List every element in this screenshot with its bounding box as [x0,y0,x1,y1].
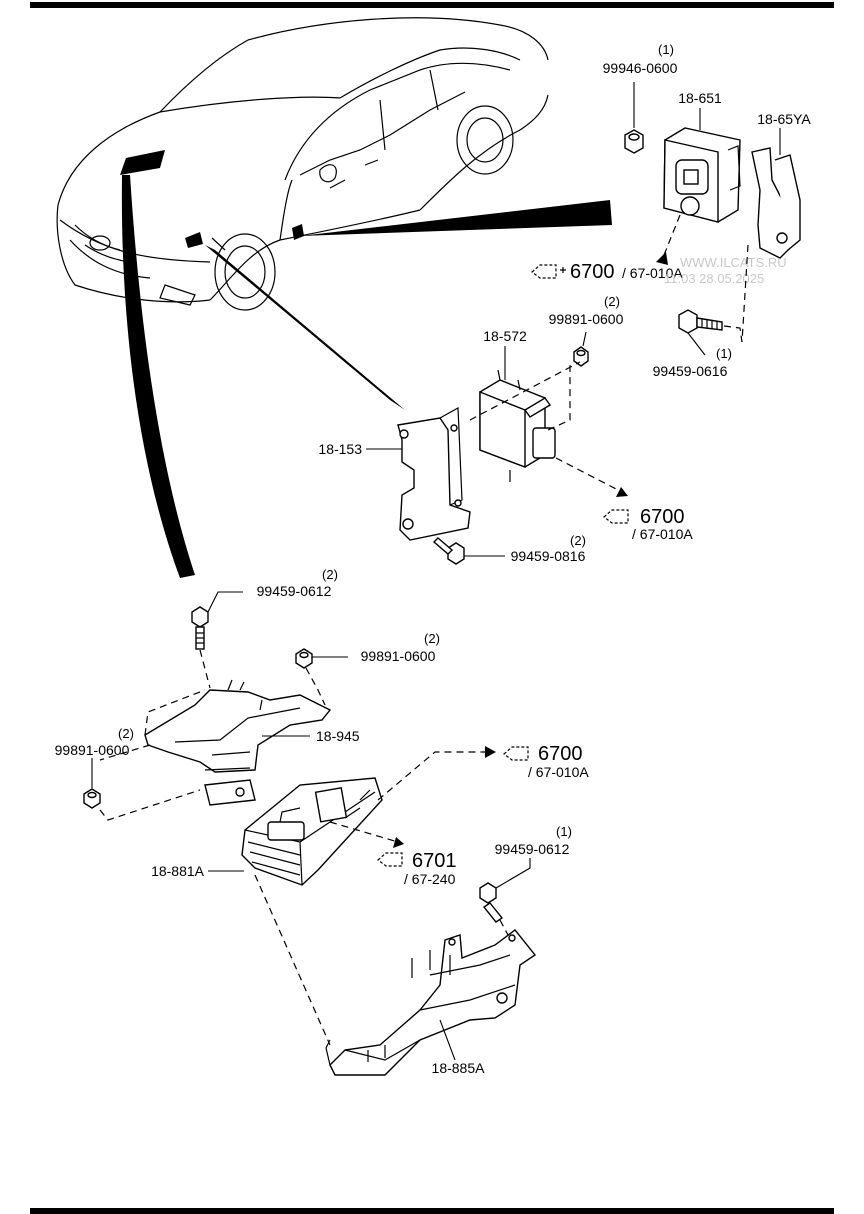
ref-mid-group[interactable]: 6700 [640,506,685,528]
sensor-18-651-part [663,108,741,223]
nut-99891-top-label: 99891-0600 [549,311,624,327]
bolt-99459-0612-a-qty: (2) [322,567,338,582]
bolt-99459-0816-part [432,537,505,565]
bracket-18-885a-part [254,874,537,1076]
bolt-99459-0616-part [678,244,749,356]
ref-low2-group[interactable]: 6701 [412,850,457,872]
ref-low1-icon [503,746,529,761]
ref-top-sub[interactable]: / 67-010A [622,265,683,281]
watermark-site: WWW.ILCATS.RU [680,255,787,270]
ref-top-icon [531,264,566,279]
nut-99891-b-part [295,648,348,706]
bracket-18-885a-label: 18-885A [432,1060,486,1076]
ref-low1-sub[interactable]: / 67-010A [528,764,589,780]
bolt-99459-0616-qty: (1) [716,346,732,361]
bracket-18-945-part [99,679,332,806]
ref-low2-icon [377,852,403,867]
bracket-18-65ya-part [751,128,801,259]
bolt-99459-0612-a-part [191,591,243,689]
nut-99946-label: 99946-0600 [603,60,678,76]
top-border-rule [30,2,834,8]
bolt-99459-0612-a-label: 99459-0612 [257,583,332,599]
bracket-18-153-part [366,407,471,541]
ecu-18-881a-label: 18-881A [151,863,205,879]
bottom-border-rule [30,1208,834,1214]
bracket-18-945-label: 18-945 [316,728,360,744]
nut-99891-c-label: 99891-0600 [55,742,130,758]
bolt-99459-0612-b-part [479,858,531,936]
nut-99891-c-qty: (2) [118,726,134,741]
bracket-18-153-label: 18-153 [318,441,362,457]
nut-99891-c-part [83,758,201,821]
nut-99946-qty: (1) [658,42,674,57]
module-18-572-label: 18-572 [483,328,527,344]
nut-99946-0600-part [624,82,644,154]
bolt-99459-0612-b-qty: (1) [556,824,572,839]
ref-low1-group[interactable]: 6700 [538,743,583,765]
watermark-stamp: 11:03 28.05.2025 [664,271,764,286]
ref-mid-sub[interactable]: / 67-010A [632,526,693,542]
module-18-572-part [479,346,556,482]
ref-low2-sub[interactable]: / 67-240 [404,871,456,887]
nut-99891-top-qty: (2) [604,294,620,309]
sensor-18-651-label: 18-651 [678,90,722,106]
vehicle-illustration [56,17,612,578]
ref-mid-icon [603,509,629,524]
bolt-99459-0616-label: 99459-0616 [653,363,728,379]
bolt-99459-0612-b-label: 99459-0612 [495,841,570,857]
ref-top-group[interactable]: 6700 [570,261,615,283]
bolt-99459-0816-qty: (2) [570,533,586,548]
bolt-99459-0816-label: 99459-0816 [511,548,586,564]
nut-99891-b-qty: (2) [424,631,440,646]
bracket-18-65ya-label: 18-65YA [757,111,811,127]
nut-99891-b-label: 99891-0600 [361,648,436,664]
nut-99891-top-part [573,331,589,367]
ecu-18-881a-part [208,751,490,886]
